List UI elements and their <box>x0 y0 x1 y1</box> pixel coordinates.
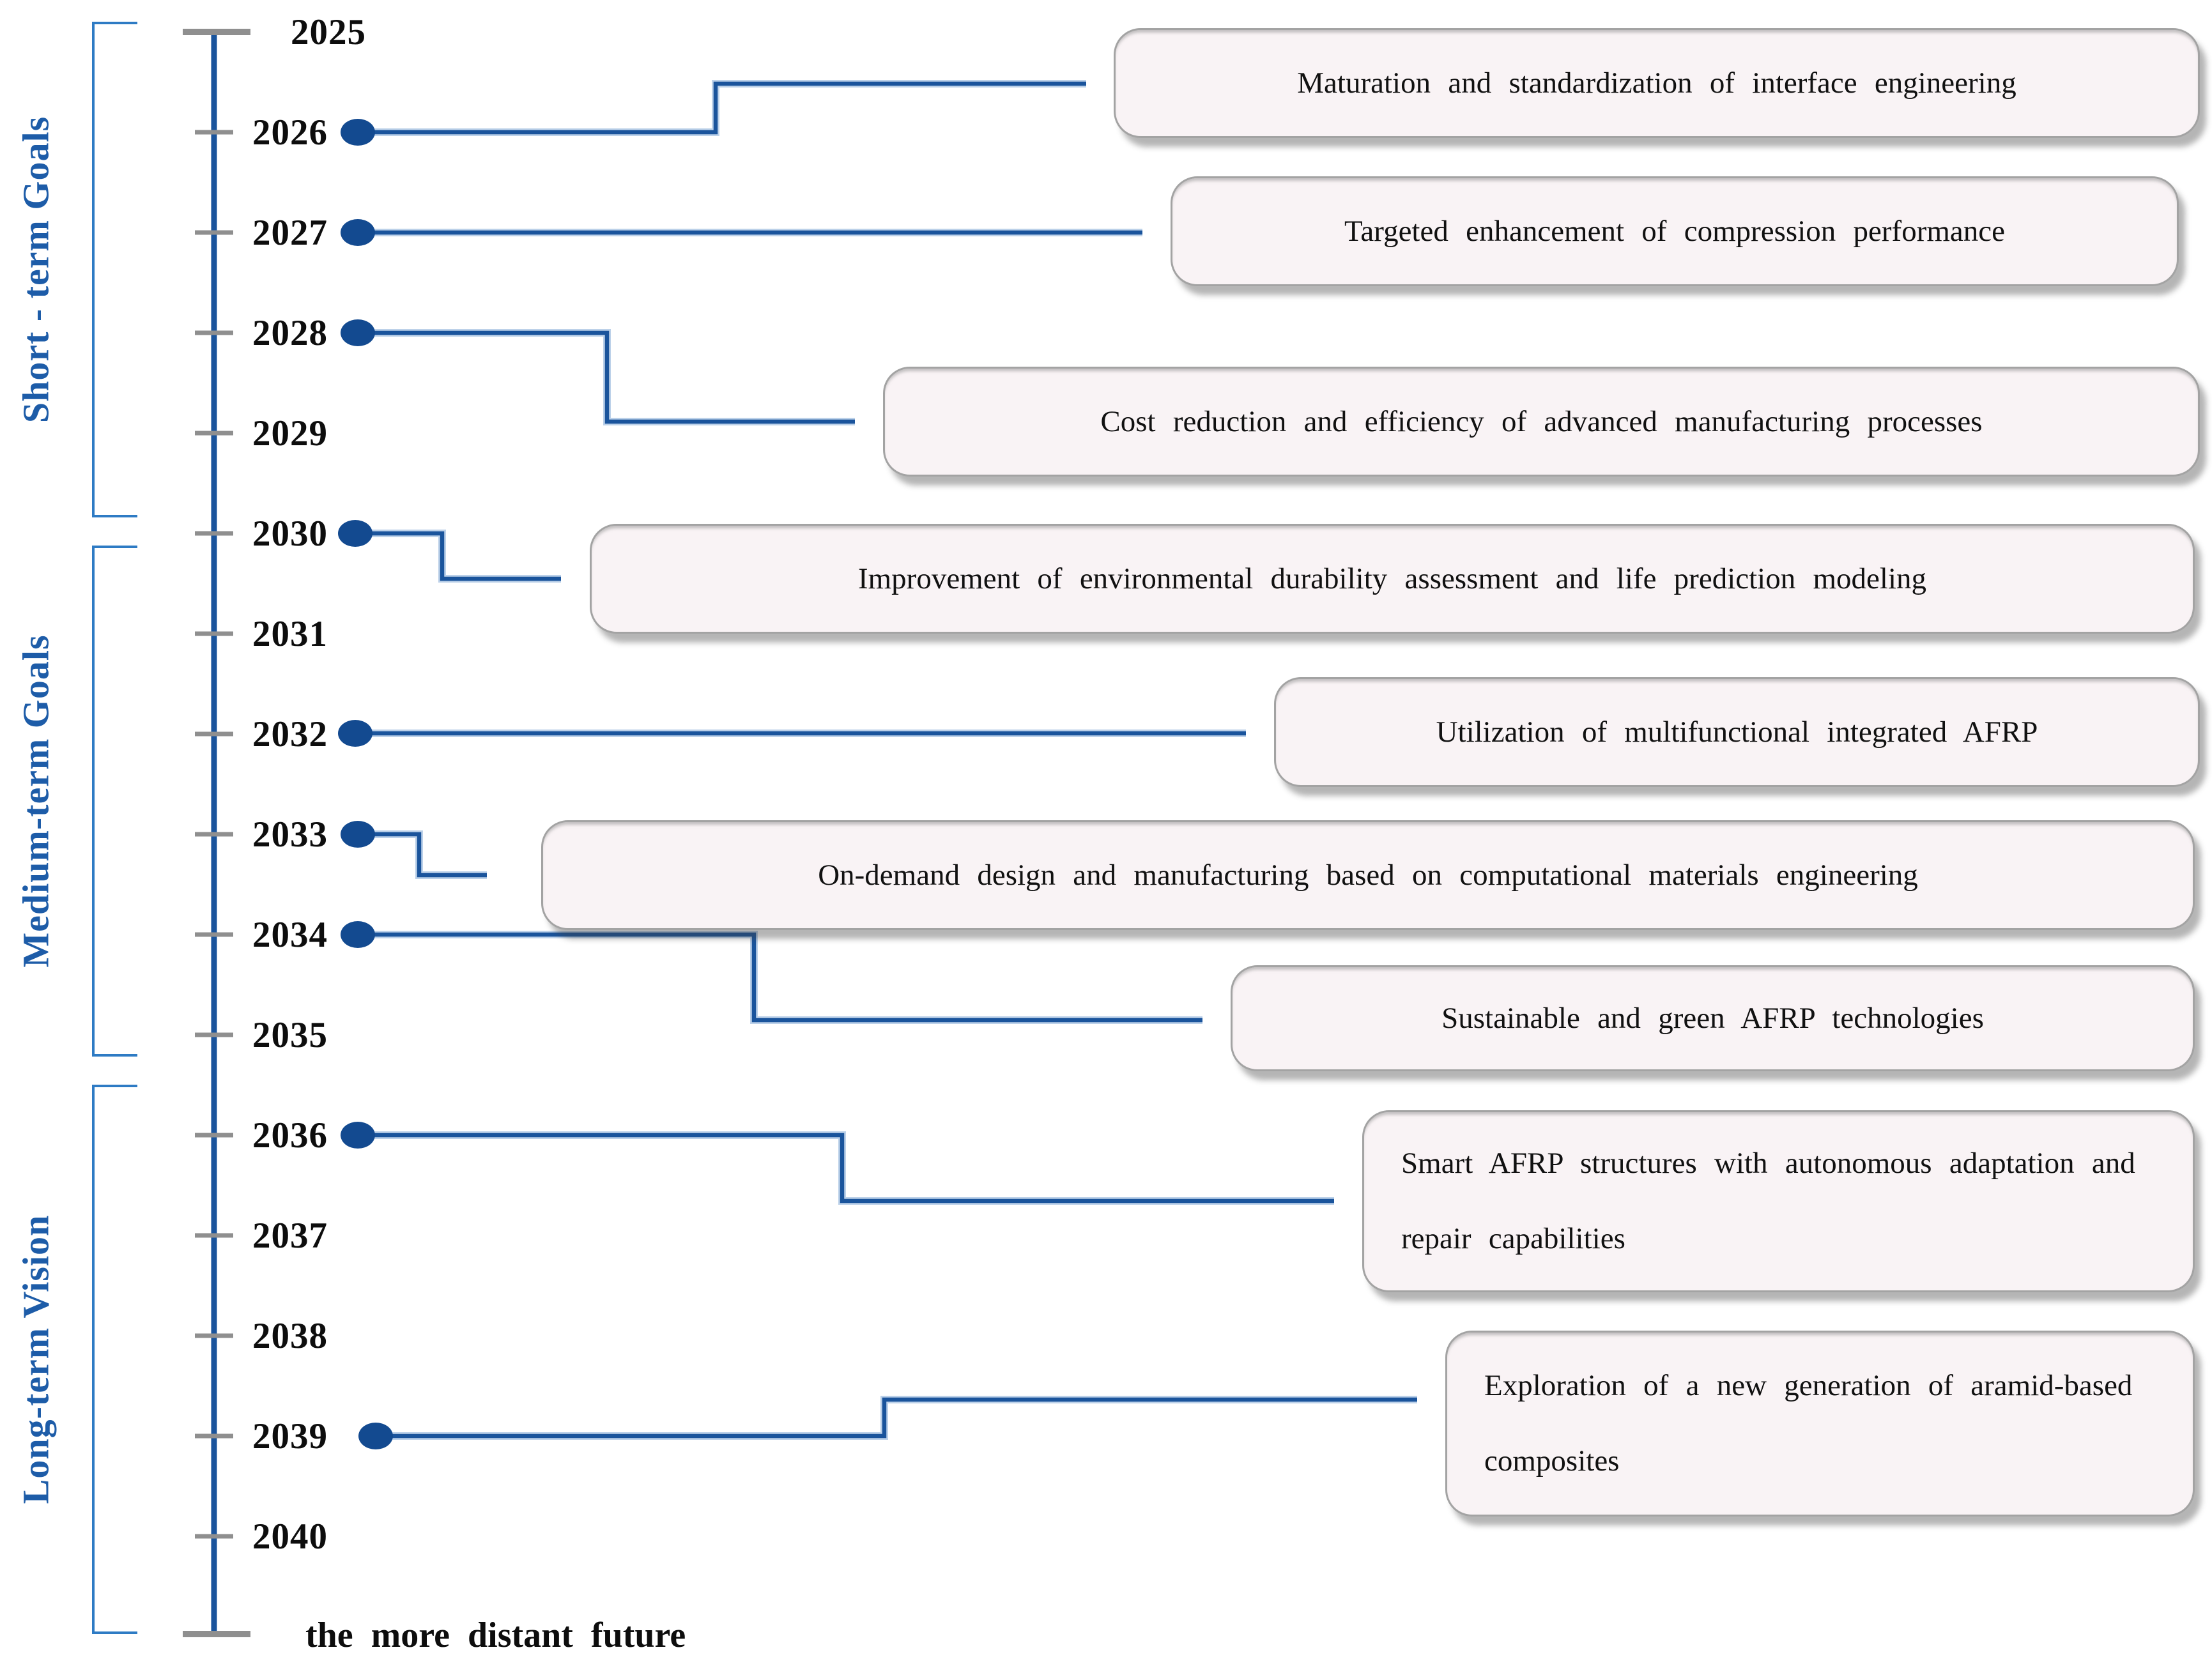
year-label-2026: 2026 <box>252 112 328 153</box>
milestone-text: Cost reduction and efficiency of advance… <box>1100 405 1983 438</box>
milestone-dots <box>338 119 393 1449</box>
milestone-text: Improvement of environmental durability … <box>857 562 1927 595</box>
milestone-box-2027: Targeted enhancement of compression perf… <box>1171 176 2179 286</box>
milestone-text: Smart AFRP structures with autonomous ad… <box>1401 1147 2135 1255</box>
connector-2030 <box>355 531 561 581</box>
group-brackets <box>92 22 137 1634</box>
milestone-box-2030: Improvement of environmental durability … <box>590 524 2195 634</box>
dot-2033 <box>341 821 375 848</box>
milestone-box-2039: Exploration of a new generation of arami… <box>1445 1331 2195 1516</box>
year-label-2030: 2030 <box>252 514 328 554</box>
year-label-2031: 2031 <box>252 614 328 654</box>
milestone-text: Sustainable and green AFRP technologies <box>1441 1002 1984 1035</box>
milestone-text: Exploration of a new generation of arami… <box>1484 1369 2133 1478</box>
dot-2030 <box>338 520 373 547</box>
dot-2039 <box>358 1423 393 1449</box>
dot-2027 <box>341 219 375 246</box>
bracket-medium-term-goals <box>92 546 137 1057</box>
milestone-text: Targeted enhancement of compression perf… <box>1344 215 2005 248</box>
connector-2033 <box>358 832 487 878</box>
milestone-box-2032: Utilization of multifunctional integrate… <box>1274 677 2200 787</box>
milestone-connectors <box>355 81 1417 1439</box>
milestone-box-2034: Sustainable and green AFRP technologies <box>1231 965 2195 1071</box>
dot-2034 <box>341 921 375 948</box>
group-label-short-term: Short - term Goals <box>15 116 57 424</box>
bracket-long-term-vision <box>92 1085 137 1634</box>
year-label-2032: 2032 <box>252 714 328 754</box>
dot-2036 <box>341 1122 375 1149</box>
milestone-box-2026: Maturation and standardization of interf… <box>1114 28 2200 138</box>
year-label-2036: 2036 <box>252 1115 328 1156</box>
year-label-2028: 2028 <box>252 313 328 353</box>
milestone-box-2028: Cost reduction and efficiency of advance… <box>883 367 2200 477</box>
year-label-2040: 2040 <box>252 1516 328 1557</box>
connector-2028 <box>358 330 855 424</box>
milestone-box-2033: On-demand design and manufacturing based… <box>541 820 2195 930</box>
dot-2026 <box>341 119 375 146</box>
milestone-text: On-demand design and manufacturing based… <box>818 859 1918 892</box>
year-label-2035: 2035 <box>252 1015 328 1055</box>
milestone-text: Maturation and standardization of interf… <box>1297 66 2016 100</box>
year-label-2033: 2033 <box>252 814 328 855</box>
bracket-short-term-goals <box>92 22 137 517</box>
year-label-2034: 2034 <box>252 915 328 955</box>
year-label-2029: 2029 <box>252 413 328 454</box>
year-label-2027: 2027 <box>252 213 328 253</box>
milestone-box-2036: Smart AFRP structures with autonomous ad… <box>1362 1110 2195 1292</box>
year-label-2038: 2038 <box>252 1316 328 1356</box>
year-label-2037: 2037 <box>252 1216 328 1256</box>
year-label-2025: 2025 <box>291 12 366 52</box>
year-label-2039: 2039 <box>252 1416 328 1456</box>
tick-marks <box>183 29 250 1637</box>
connector-halos <box>355 80 1417 1440</box>
connector-2034 <box>358 932 1202 1023</box>
group-label-medium-term: Medium-term Goals <box>15 634 57 968</box>
timeline-end-label: the more distant future <box>305 1616 686 1655</box>
dot-2032 <box>338 720 373 747</box>
group-label-long-term: Long-term Vision <box>15 1214 57 1504</box>
connector-2026 <box>358 81 1086 135</box>
connector-2036 <box>358 1133 1334 1203</box>
connector-2039 <box>376 1397 1417 1439</box>
dot-2028 <box>341 319 375 346</box>
milestone-text: Utilization of multifunctional integrate… <box>1436 715 2038 749</box>
